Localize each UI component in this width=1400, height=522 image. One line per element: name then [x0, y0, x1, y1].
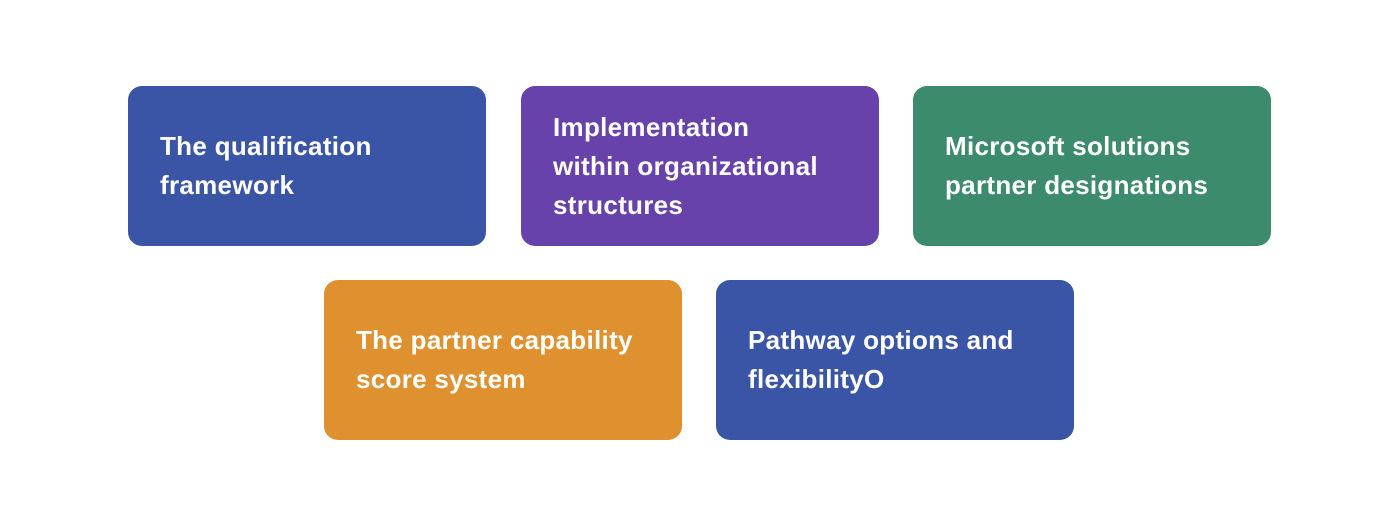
card-microsoft-solutions-partner-designations[interactable]: Microsoft solutions partner designations — [913, 86, 1271, 246]
card-qualification-framework[interactable]: The qualification framework — [128, 86, 486, 246]
card-pathway-options-flexibility[interactable]: Pathway options and flexibilityO — [716, 280, 1074, 440]
card-partner-capability-score-system[interactable]: The partner capability score system — [324, 280, 682, 440]
card-qualification-framework-label: The qualification framework — [160, 131, 372, 200]
card-microsoft-solutions-partner-designations-label: Microsoft solutions partner designations — [945, 131, 1209, 200]
card-partner-capability-score-system-label: The partner capability score system — [356, 325, 633, 394]
card-pathway-options-flexibility-label: Pathway options and flexibilityO — [748, 325, 1014, 394]
card-implementation-organizational-structures-label: Implementation within organizational str… — [553, 111, 818, 220]
card-implementation-organizational-structures[interactable]: Implementation within organizational str… — [521, 86, 879, 246]
